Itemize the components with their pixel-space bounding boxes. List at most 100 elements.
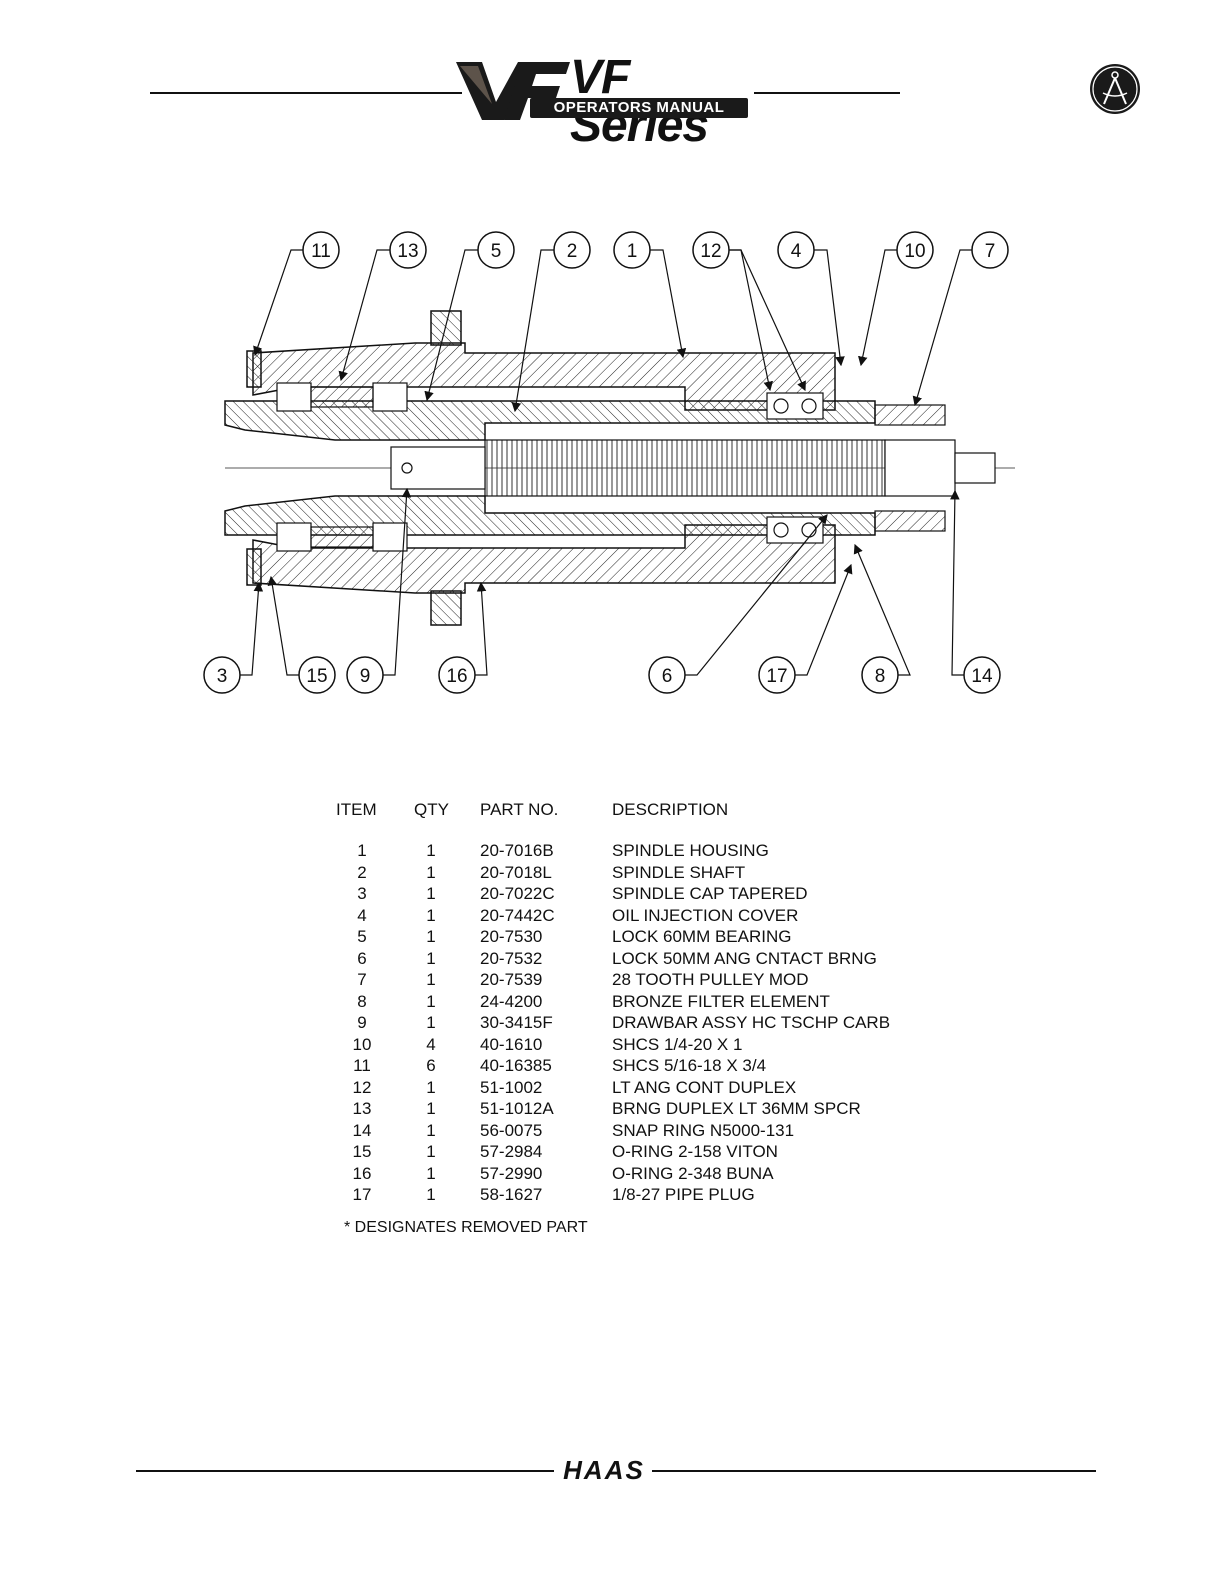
compass-emblem-icon [1090, 64, 1140, 114]
cell-part-no: 51-1012A [480, 1099, 554, 1118]
cell-description: SPINDLE HOUSING [612, 841, 769, 860]
footer-rule-right [652, 1470, 1096, 1472]
table-row: 4 1 20-7442C OIL INJECTION COVER [330, 905, 950, 927]
cell-item: 6 [357, 948, 367, 968]
footnote: * DESIGNATES REMOVED PART [344, 1219, 588, 1236]
cell-qty: 1 [426, 862, 436, 882]
cell-qty: 1 [426, 884, 436, 903]
cell-part-no: 57-2984 [480, 1142, 543, 1161]
vf-series-logo: VF Series OPERATORS MANUAL [452, 54, 752, 150]
cell-description: BRNG DUPLEX LT 36MM SPCR [612, 1099, 861, 1118]
table-row: 14 1 56-0075 SNAP RING N5000-131 [330, 1120, 950, 1142]
header-rule-right [754, 92, 900, 94]
cell-qty: 1 [426, 905, 436, 925]
spindle-assembly-diagram: 11 13 5 2 1 12 4 10 7 3 15 9 16 6 17 8 1… [203, 231, 1015, 694]
vf-logo-mark [456, 62, 570, 120]
header-part-no: PART NO. [480, 800, 559, 819]
cell-item: 5 [357, 927, 367, 946]
cell-qty: 4 [426, 1034, 436, 1054]
header-rule-left [150, 92, 462, 94]
header-description: DESCRIPTION [612, 800, 729, 819]
cell-description: SPINDLE SHAFT [612, 862, 746, 882]
cell-part-no: 40-1610 [480, 1034, 543, 1054]
cell-description: SPINDLE CAP TAPERED [612, 884, 808, 903]
cell-part-no: 30-3415F [480, 1013, 553, 1032]
cell-description: 1/8-27 PIPE PLUG [612, 1185, 755, 1204]
table-row: 9 1 30-3415F DRAWBAR ASSY HC TSCHP CARB [330, 1012, 950, 1034]
callout-17: 17 [766, 666, 787, 687]
cell-item: 12 [352, 1077, 372, 1097]
cell-part-no: 20-7016B [480, 841, 554, 860]
cell-item: 10 [352, 1034, 372, 1054]
callout-6: 6 [662, 666, 673, 687]
cell-description: LOCK 60MM BEARING [612, 927, 792, 946]
cell-qty: 1 [426, 1013, 436, 1032]
table-row: 3 1 20-7022C SPINDLE CAP TAPERED [330, 883, 950, 905]
cell-description: BRONZE FILTER ELEMENT [612, 991, 830, 1011]
cell-part-no: 20-7539 [480, 970, 543, 989]
cell-item: 16 [352, 1163, 372, 1183]
cell-description: 28 TOOTH PULLEY MOD [612, 970, 809, 989]
cell-part-no: 20-7532 [480, 948, 543, 968]
cell-part-no: 20-7442C [480, 905, 555, 925]
cell-part-no: 51-1002 [480, 1077, 543, 1097]
callout-2: 2 [567, 241, 578, 262]
callout-8: 8 [875, 666, 886, 687]
callout-12: 12 [700, 241, 721, 262]
haas-logo: HAAS [563, 1455, 645, 1485]
header-qty: QTY [414, 800, 449, 819]
callout-15: 15 [306, 666, 327, 687]
callout-5: 5 [491, 241, 502, 262]
callout-16: 16 [446, 666, 467, 687]
footer-rule-left [136, 1470, 554, 1472]
callout-3: 3 [217, 666, 228, 687]
callout-14: 14 [971, 666, 993, 687]
cell-qty: 1 [426, 841, 436, 860]
cell-qty: 1 [426, 1185, 436, 1204]
cell-part-no: 58-1627 [480, 1185, 543, 1204]
callout-7: 7 [985, 241, 996, 262]
cell-item: 8 [357, 991, 367, 1011]
cell-description: DRAWBAR ASSY HC TSCHP CARB [612, 1013, 891, 1032]
callout-1: 1 [627, 241, 638, 262]
cell-item: 13 [352, 1099, 372, 1118]
cell-part-no: 20-7022C [480, 884, 555, 903]
callout-4: 4 [791, 241, 802, 262]
callout-11: 11 [311, 241, 331, 262]
cell-description: SHCS 5/16-18 X 3/4 [612, 1056, 767, 1075]
cell-qty: 1 [426, 1099, 436, 1118]
cell-item: 1 [357, 841, 367, 860]
cell-item: 2 [357, 862, 367, 882]
cell-qty: 1 [426, 1077, 436, 1097]
cell-part-no: 56-0075 [480, 1120, 543, 1140]
cell-item: 4 [357, 905, 367, 925]
cell-description: O-RING 2-348 BUNA [612, 1163, 774, 1183]
cell-item: 7 [357, 970, 367, 989]
cell-qty: 1 [426, 1120, 436, 1140]
table-row: 13 1 51-1012A BRNG DUPLEX LT 36MM SPCR [330, 1098, 950, 1120]
cell-item: 14 [352, 1120, 372, 1140]
cell-item: 11 [353, 1056, 371, 1075]
cell-item: 17 [352, 1185, 372, 1204]
cell-description: SNAP RING N5000-131 [612, 1120, 795, 1140]
cell-item: 15 [352, 1142, 372, 1161]
cell-description: OIL INJECTION COVER [612, 905, 799, 925]
cell-part-no: 20-7530 [480, 927, 543, 946]
callout-10: 10 [904, 241, 925, 262]
cell-item: 9 [357, 1013, 367, 1032]
header-item: ITEM [336, 800, 377, 819]
cell-part-no: 40-16385 [480, 1056, 552, 1075]
cell-part-no: 24-4200 [480, 991, 543, 1011]
cell-item: 3 [357, 884, 367, 903]
